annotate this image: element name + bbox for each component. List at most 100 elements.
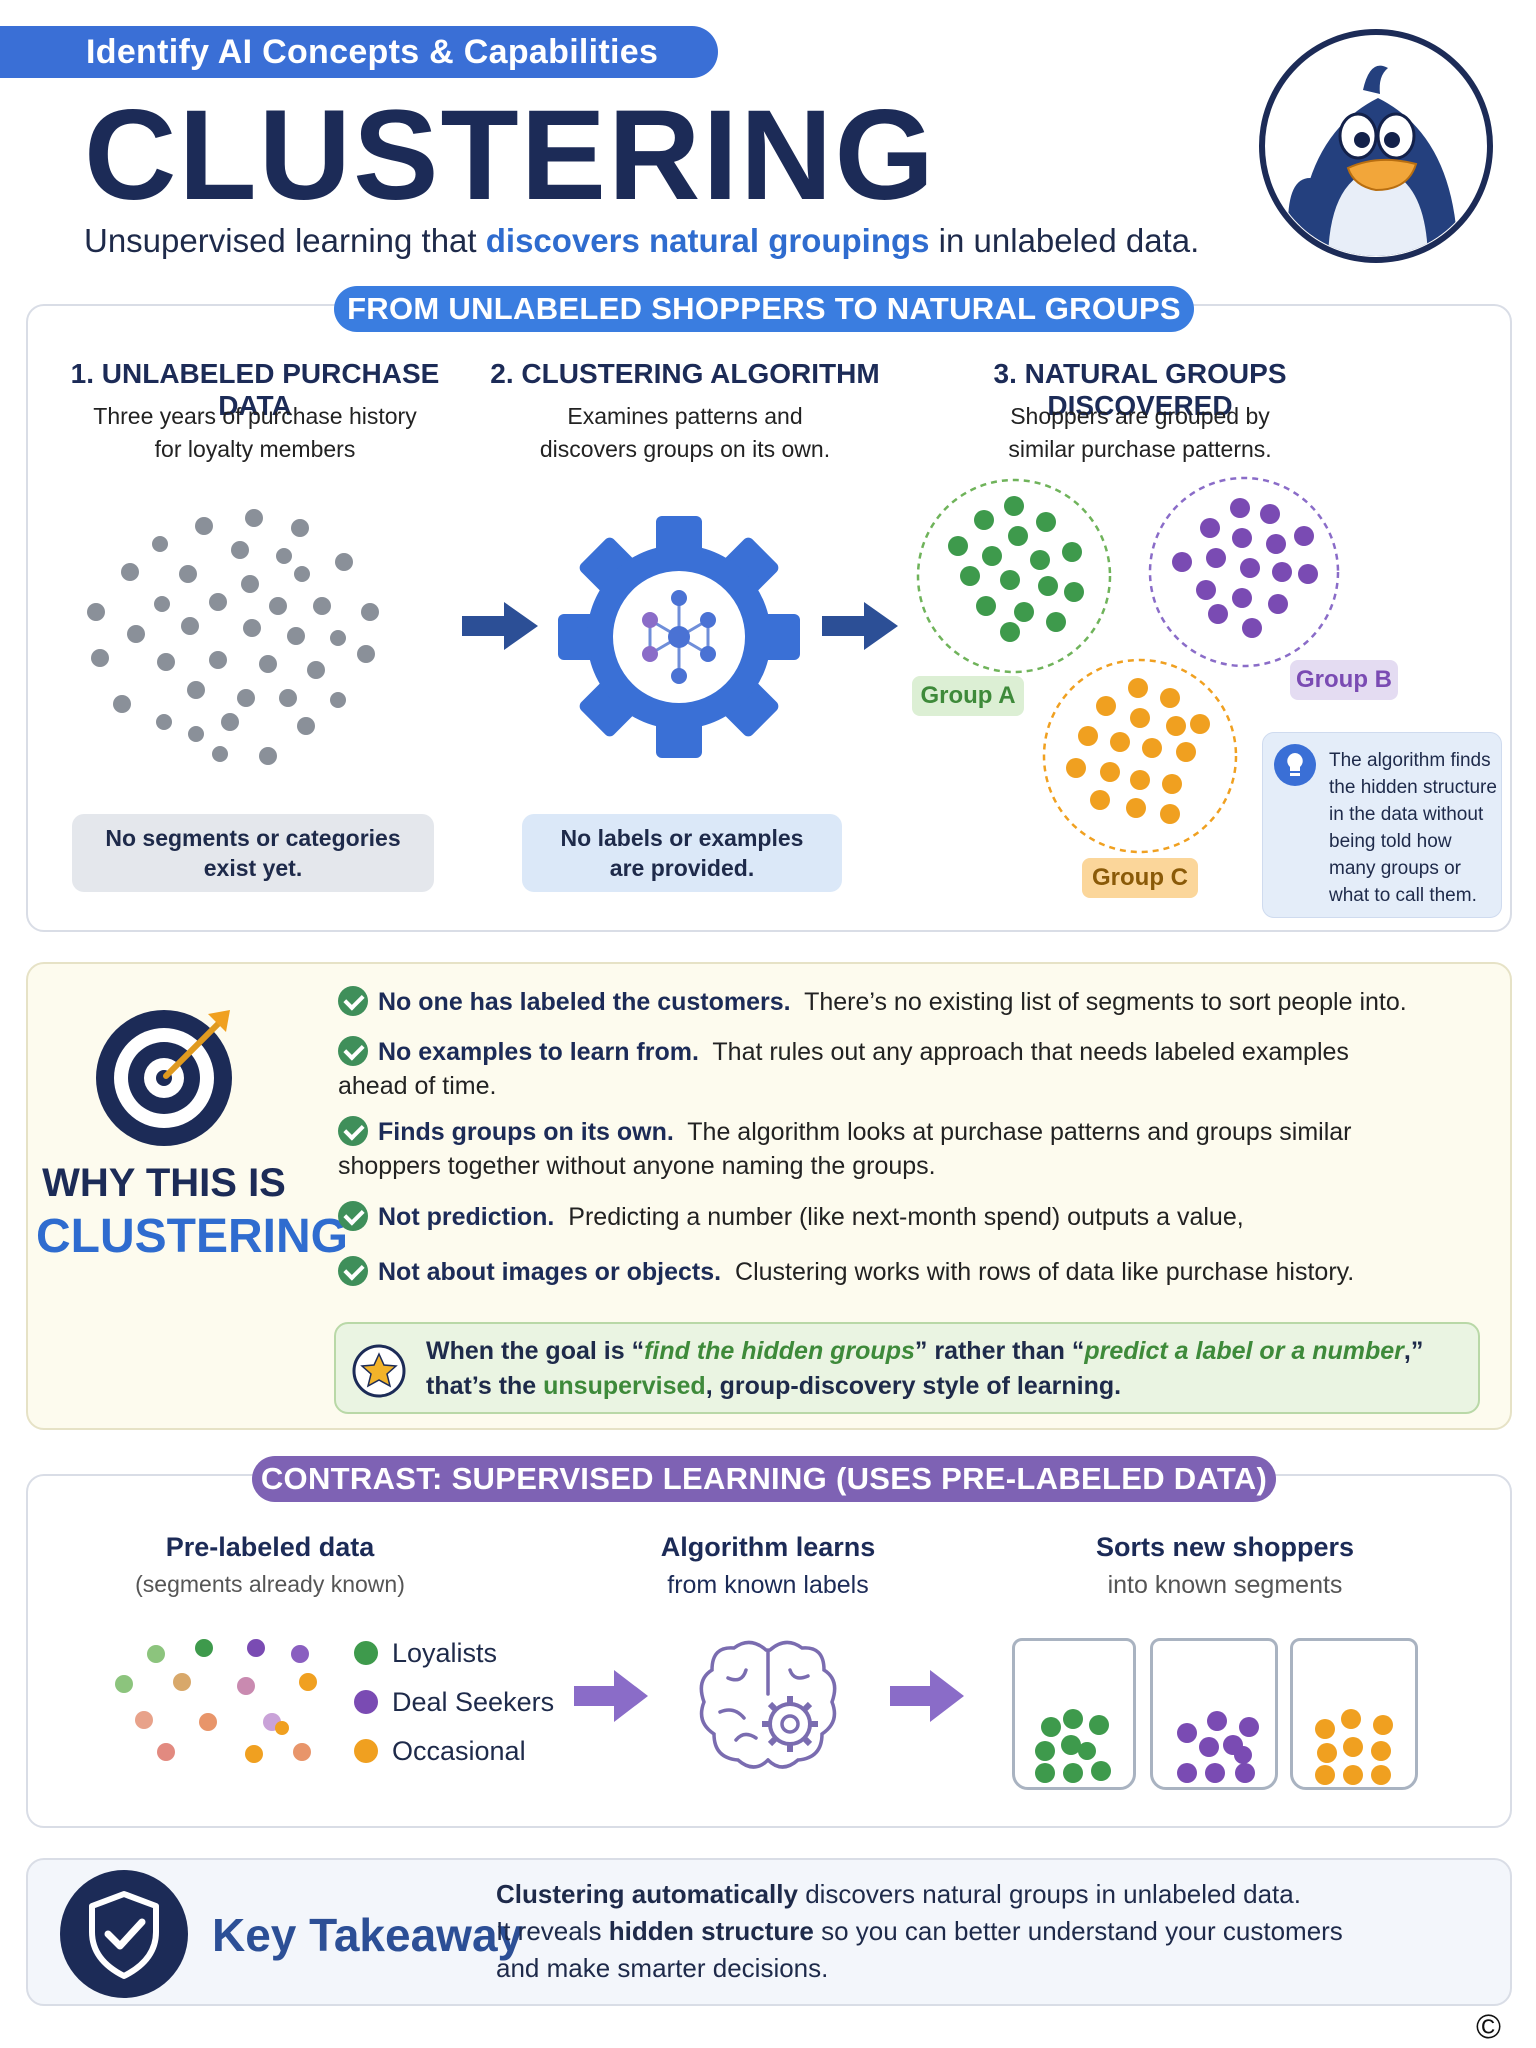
green-dots xyxy=(1035,1709,1111,1783)
takeaway-panel xyxy=(26,1858,1512,2006)
purple-arrow-icon xyxy=(574,1670,648,1722)
group-b-label: Group B xyxy=(1290,660,1398,700)
copyright-mark: © xyxy=(1476,2008,1502,2046)
why-item-bold: No examples to learn from. xyxy=(378,1038,699,1066)
step1-title: 1. UNLABELED PURCHASE DATA xyxy=(70,358,440,421)
legend-loyalists: Loyalists xyxy=(354,1636,497,1670)
why-item-text-cont: shoppers together without anyone naming … xyxy=(338,1152,936,1180)
page-title: CLUSTERING xyxy=(84,84,936,227)
contrast-col3-header: Sorts new shoppers into known segments xyxy=(1010,1532,1440,1600)
group-c-cluster xyxy=(1042,658,1238,854)
purple-arrow-icon xyxy=(890,1670,964,1722)
goal-highlight: predict a label or a number xyxy=(1084,1337,1404,1365)
flow-arrow-icon xyxy=(462,602,538,650)
why-title-line2: CLUSTERING xyxy=(36,1210,348,1263)
step1-desc-line2: for loyalty members xyxy=(154,436,356,462)
why-item: No examples to learn from. That rules ou… xyxy=(338,1035,1498,1103)
why-title: WHY THIS IS CLUSTERING xyxy=(36,1156,348,1264)
step1-callout: No segments or categories exist yet. xyxy=(72,814,434,892)
subtitle-pre: Unsupervised learning that xyxy=(84,222,486,259)
contrast-col2-title: Algorithm learns xyxy=(660,1532,876,1562)
contrast-col3-sub: into known segments xyxy=(1107,1571,1343,1599)
purple-dots xyxy=(1177,1711,1259,1783)
goal-highlight: find the hidden groups xyxy=(644,1337,915,1365)
goal-line1: When the goal is “find the hidden groups… xyxy=(426,1337,1424,1365)
flow-banner: FROM UNLABELED SHOPPERS TO NATURAL GROUP… xyxy=(334,286,1194,332)
segment-bucket-loyalists xyxy=(1012,1638,1136,1790)
takeaway-title: Key Takeaway xyxy=(212,1909,524,1961)
check-icon xyxy=(338,1116,368,1146)
contrast-col3-title: Sorts new shoppers xyxy=(1095,1532,1355,1562)
group-a-label: Group A xyxy=(912,676,1024,716)
green-dot-icon xyxy=(354,1641,378,1665)
algorithm-note: The algorithm finds the hidden structure… xyxy=(1262,732,1502,918)
note-line: many groups or xyxy=(1329,858,1462,879)
why-item-bold: Not about images or objects. xyxy=(378,1258,722,1286)
unlabeled-data-dots xyxy=(87,509,379,765)
step1-desc-line1: Three years of purchase history xyxy=(93,403,417,429)
why-item-bold: Finds groups on its own. xyxy=(378,1118,674,1146)
group-b-cluster xyxy=(1148,476,1340,668)
takeaway-line3: and make smarter decisions. xyxy=(496,1953,829,1983)
why-item: Not about images or objects. Clustering … xyxy=(338,1255,1498,1289)
check-icon xyxy=(338,986,368,1016)
note-line: The algorithm finds xyxy=(1329,750,1491,771)
step3-desc-line1: Shoppers are grouped by xyxy=(1010,403,1270,429)
why-item-text-cont: ahead of time. xyxy=(338,1072,497,1100)
step2-desc-line2: discovers groups on its own. xyxy=(539,436,831,462)
contrast-col1-header: Pre-labeled data (segments already known… xyxy=(70,1532,470,1598)
step3-title: 3. NATURAL GROUPS DISCOVERED xyxy=(993,358,1287,421)
why-title-line1: WHY THIS IS xyxy=(42,1161,286,1205)
why-item: Not prediction. Predicting a number (lik… xyxy=(338,1200,1498,1234)
orange-dot-icon xyxy=(354,1739,378,1763)
why-item-text: The algorithm looks at purchase patterns… xyxy=(687,1118,1352,1146)
segment-bucket-deal-seekers xyxy=(1150,1638,1278,1790)
takeaway-line1: Clustering automatically discovers natur… xyxy=(496,1879,1301,1909)
segment-bucket-occasional xyxy=(1290,1638,1418,1790)
shield-check-icon xyxy=(60,1870,188,1998)
why-item-text: Clustering works with rows of data like … xyxy=(735,1258,1355,1286)
lightbulb-icon xyxy=(1274,744,1316,786)
takeaway-text: Clustering automatically discovers natur… xyxy=(496,1876,1496,1987)
step2-title: 2. CLUSTERING ALGORITHM xyxy=(490,358,880,389)
note-text: The algorithm finds the hidden structure… xyxy=(1329,747,1501,909)
contrast-col2-sub: from known labels xyxy=(667,1571,869,1599)
prelabeled-data-dots xyxy=(115,1639,317,1763)
why-item: No one has labeled the customers. There’… xyxy=(338,985,1498,1019)
orange-dots xyxy=(1315,1709,1393,1785)
flow-arrow-icon xyxy=(822,602,898,650)
goal-line2: that’s the unsupervised, group-discovery… xyxy=(426,1372,1122,1400)
step2-callout-line2: are provided. xyxy=(609,855,755,881)
goal-text: When the goal is “find the hidden groups… xyxy=(426,1334,1466,1404)
brain-gear-icon xyxy=(699,1640,837,1769)
page-subtitle: Unsupervised learning that discovers nat… xyxy=(84,222,1199,260)
step2-callout-line1: No labels or examples xyxy=(560,825,804,851)
target-icon xyxy=(96,1010,232,1146)
legend-occasional: Occasional xyxy=(354,1734,526,1768)
why-item-bold: No one has labeled the customers. xyxy=(378,988,791,1016)
check-icon xyxy=(338,1201,368,1231)
category-banner: Identify AI Concepts & Capabilities xyxy=(0,26,718,78)
note-line: the hidden structure xyxy=(1329,777,1497,798)
goal-highlight: unsupervised xyxy=(543,1372,706,1400)
star-icon xyxy=(352,1344,406,1398)
why-item-text: Predicting a number (like next-month spe… xyxy=(568,1203,1244,1231)
why-item-bold: Not prediction. xyxy=(378,1203,555,1231)
contrast-col2-header: Algorithm learns from known labels xyxy=(600,1532,936,1600)
takeaway-line2: It reveals hidden structure so you can b… xyxy=(496,1916,1343,1946)
group-a-cluster xyxy=(916,478,1112,674)
goal-callout: When the goal is “find the hidden groups… xyxy=(334,1322,1480,1414)
contrast-col1-sub: (segments already known) xyxy=(135,1571,405,1597)
check-icon xyxy=(338,1256,368,1286)
step3-desc-line2: similar purchase patterns. xyxy=(1008,436,1272,462)
purple-dot-icon xyxy=(354,1690,378,1714)
penguin-mascot-icon xyxy=(1259,29,1493,263)
step1-callout-line1: No segments or categories xyxy=(105,825,401,851)
step2-desc-line1: Examines patterns and xyxy=(567,403,803,429)
algorithm-gear-icon xyxy=(558,516,800,758)
note-line: what to call them. xyxy=(1329,885,1477,906)
group-c-label: Group C xyxy=(1082,858,1198,898)
why-item-text: That rules out any approach that needs l… xyxy=(712,1038,1349,1066)
step1-callout-line2: exist yet. xyxy=(203,855,303,881)
note-line: in the data without xyxy=(1329,804,1484,825)
